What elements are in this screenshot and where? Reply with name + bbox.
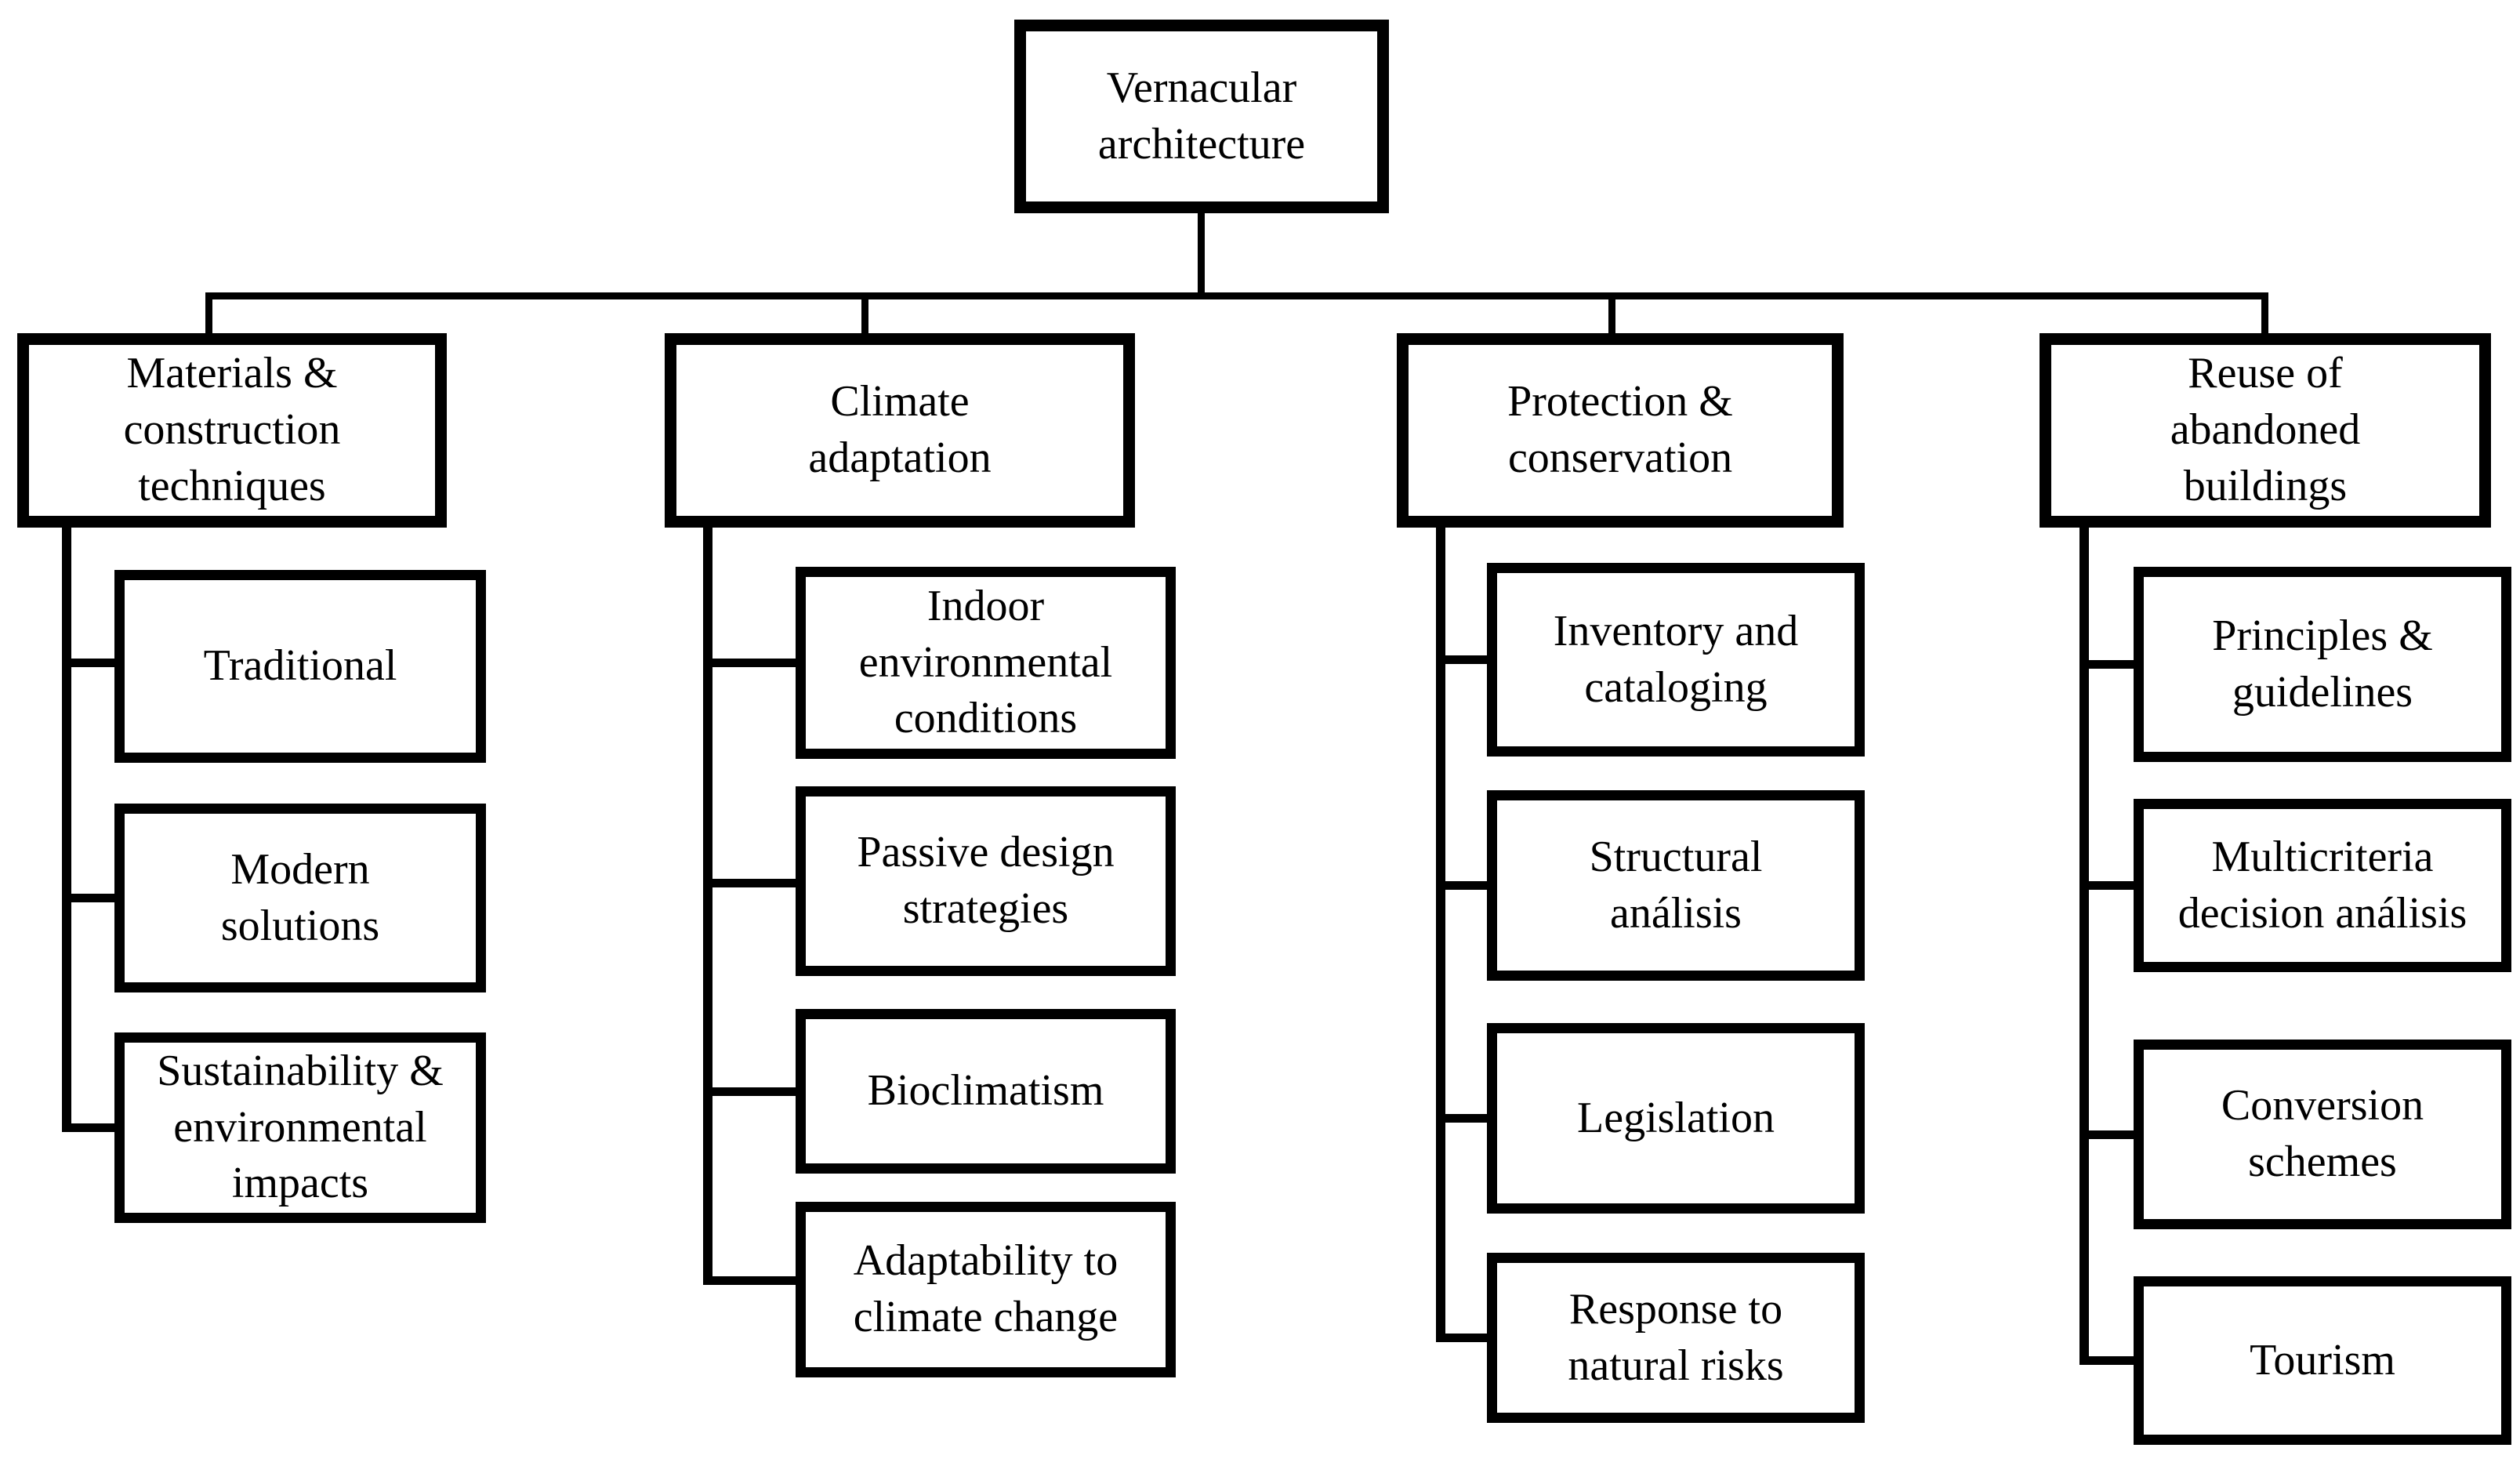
node-tourism: Tourism xyxy=(2134,1276,2511,1445)
node-sustainability-environmental-impacts: Sustainability & environmental impacts xyxy=(114,1032,486,1223)
stub-line-legislation xyxy=(1441,1114,1491,1123)
stub-line-bioclimatism xyxy=(708,1087,800,1096)
node-modern-solutions: Modern solutions xyxy=(114,804,486,992)
node-multicriteria-decision-analisis: Multicriteria decision análisis xyxy=(2134,799,2511,972)
drop-line-3 xyxy=(1608,292,1615,337)
stub-line-inventory xyxy=(1441,655,1491,664)
node-conversion-schemes: Conversion schemes xyxy=(2134,1040,2511,1229)
node-passive-design-strategies: Passive design strategies xyxy=(796,786,1176,976)
stub-line-structural xyxy=(1441,881,1491,890)
stub-line-conversion xyxy=(2084,1130,2137,1139)
stub-line-multicriteria xyxy=(2084,881,2137,890)
trunk-line xyxy=(1198,212,1205,298)
stub-line-response xyxy=(1441,1334,1491,1342)
node-structural-analisis: Structural análisis xyxy=(1487,790,1865,981)
stub-line-passive-design xyxy=(708,879,800,887)
node-climate-adaptation: Climate adaptation xyxy=(665,333,1135,528)
node-adaptability-climate-change: Adaptability to climate change xyxy=(796,1202,1176,1377)
stub-line-modern-solutions xyxy=(67,894,118,902)
drop-line-4 xyxy=(2261,292,2268,337)
node-vernacular-architecture: Vernacular architecture xyxy=(1014,20,1389,213)
drop-line-2 xyxy=(861,292,868,337)
stub-line-principles xyxy=(2084,660,2137,669)
node-inventory-cataloging: Inventory and cataloging xyxy=(1487,563,1865,757)
drop-line-1 xyxy=(205,292,212,337)
stub-line-adaptability xyxy=(708,1276,800,1285)
stub-line-tourism xyxy=(2084,1356,2137,1365)
stub-line-indoor-conditions xyxy=(708,659,800,667)
spine-line-2 xyxy=(703,521,712,1285)
branch-bar-line xyxy=(205,292,2268,299)
node-response-natural-risks: Response to natural risks xyxy=(1487,1253,1865,1423)
node-reuse-abandoned-buildings: Reuse of abandoned buildings xyxy=(2040,333,2491,528)
node-traditional: Traditional xyxy=(114,570,486,763)
stub-line-sustainability xyxy=(67,1123,118,1132)
spine-line-3 xyxy=(1436,521,1445,1342)
node-indoor-environmental-conditions: Indoor environmental conditions xyxy=(796,567,1176,759)
stub-line-traditional xyxy=(67,659,118,667)
node-legislation: Legislation xyxy=(1487,1023,1865,1214)
node-principles-guidelines: Principles & guidelines xyxy=(2134,567,2511,762)
spine-line-4 xyxy=(2079,521,2089,1365)
node-materials-construction-techniques: Materials & construction techniques xyxy=(17,333,447,528)
node-bioclimatism: Bioclimatism xyxy=(796,1009,1176,1174)
node-protection-conservation: Protection & conservation xyxy=(1397,333,1844,528)
spine-line-1 xyxy=(62,521,71,1132)
